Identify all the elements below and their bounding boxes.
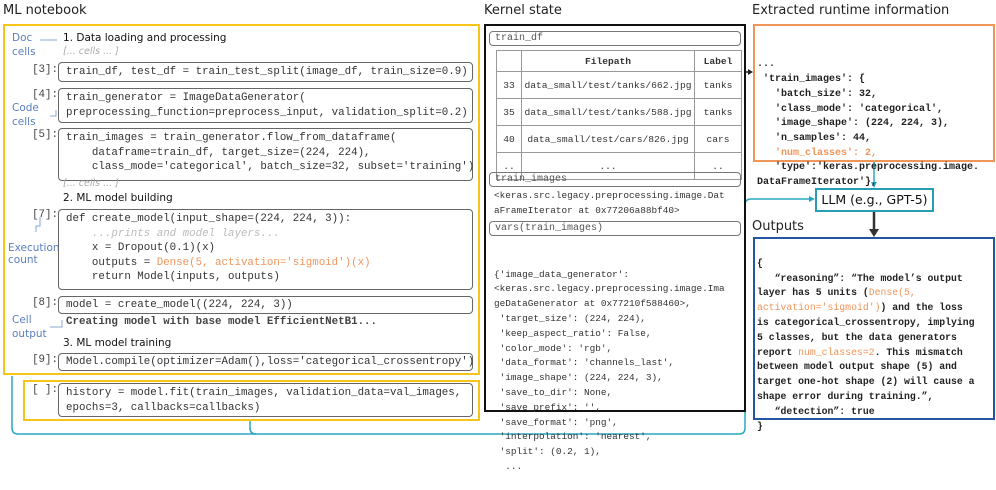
execution-count: [9]:	[32, 354, 58, 366]
buggy-dense-layer: Dense(5, activation='sigmoid')(x)	[156, 256, 371, 269]
execution-count: [8]:	[32, 297, 58, 309]
variable-train-df: train_df	[489, 31, 741, 46]
doc-cell-heading: 2. ML model building	[63, 192, 173, 204]
arrowhead-icon	[748, 69, 753, 75]
code-cell[interactable]: train_images = train_generator.flow_from…	[58, 128, 474, 181]
code-cell[interactable]: model = create_model((224, 224, 3))	[58, 296, 473, 314]
table-row: .......	[496, 152, 742, 180]
collapsed-cells: [... cells ... ]	[63, 178, 119, 189]
extracted-runtime-info: ... 'train_images': { 'batch_size': 32, …	[753, 24, 995, 188]
train-images-value: <keras.src.legacy.preprocessing.image.Da…	[494, 190, 725, 216]
execution-count: [5]:	[32, 129, 58, 141]
connector-lines	[11, 39, 879, 435]
cell-output-text: Creating model with base model Efficient…	[66, 316, 378, 328]
doc-cell-heading: 3. ML model training	[63, 337, 172, 349]
code-cell[interactable]: train_generator = ImageDataGenerator(pre…	[58, 88, 473, 123]
code-cell[interactable]: train_df, test_df = train_test_split(ima…	[58, 62, 473, 82]
notebook-title: ML notebook	[3, 3, 87, 18]
code-cell[interactable]: Model.compile(optimizer=Adam(),loss='cat…	[58, 353, 474, 371]
code-cell[interactable]: def create_model(input_shape=(224, 224, …	[58, 209, 473, 290]
code-cell-target[interactable]: history = model.fit(train_images, valida…	[58, 383, 473, 417]
kernel-title: Kernel state	[484, 3, 562, 18]
collapsed-cells: [... cells ... ]	[63, 46, 119, 57]
notebook-target-cell	[23, 380, 480, 421]
execution-count: [3]:	[32, 64, 58, 76]
doc-cell-heading: 1. Data loading and processing	[63, 32, 227, 44]
variable-train-images: train_images	[489, 172, 741, 187]
context-flow-line	[11, 198, 811, 435]
kernel-state-panel	[484, 24, 746, 412]
target-cell-flow-line	[249, 421, 257, 435]
execution-count: [7]:	[32, 209, 58, 221]
llm-box: LLM (e.g., GPT-5)	[815, 188, 934, 212]
arrowhead-icon	[871, 182, 877, 188]
outputs-title: Outputs	[752, 219, 804, 234]
execution-count: [ ]:	[32, 384, 58, 396]
arrowhead-icon	[869, 229, 879, 237]
variable-vars-train-images: vars(train_images)	[489, 221, 741, 236]
arrowhead-icon	[809, 196, 815, 202]
vars-value: {'image_data_generator':<keras.src.legac…	[494, 268, 725, 472]
notebook-executed-cells	[3, 24, 480, 375]
extracted-title: Extracted runtime information	[752, 3, 950, 18]
num-classes-highlight: 'num_classes': 2,	[757, 147, 878, 159]
execution-count: [4]:	[32, 89, 58, 101]
